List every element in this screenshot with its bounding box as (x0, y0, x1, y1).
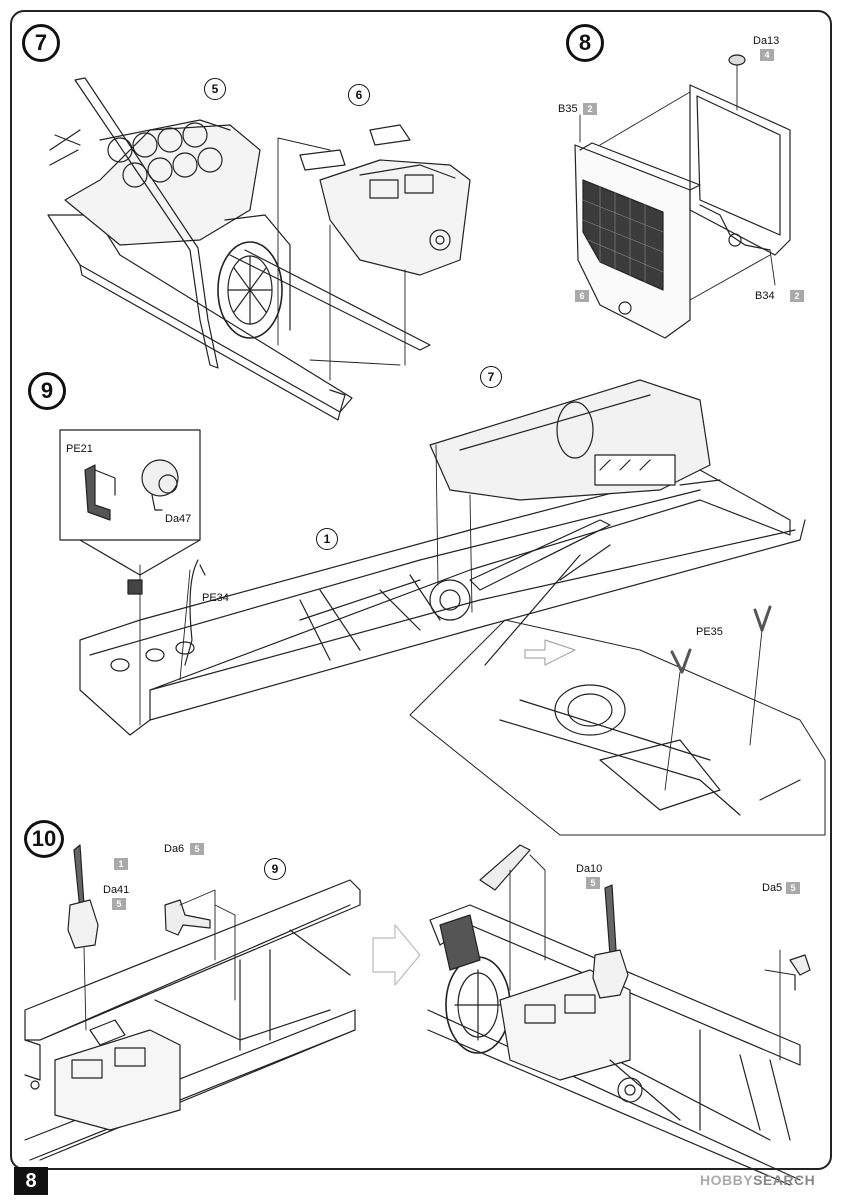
step10-left-assembly (25, 845, 360, 1160)
part-ref-5: 5 (204, 78, 226, 100)
part-ref-9: 9 (264, 858, 286, 880)
part-ref-1: 1 (316, 528, 338, 550)
badge-b34: 2 (790, 290, 804, 302)
watermark-prefix: HOBBY (700, 1172, 754, 1188)
step-number-8: 8 (566, 24, 604, 62)
label-da6: Da6 (164, 843, 185, 855)
step10-right-assembly (373, 845, 810, 1185)
label-pe34: PE34 (202, 592, 229, 604)
badge-da6: 5 (190, 843, 204, 855)
step-number-9: 9 (28, 372, 66, 410)
label-da47: Da47 (165, 513, 192, 525)
badge-grille: 6 (575, 290, 589, 302)
watermark: HOBBYSEARCH (700, 1172, 815, 1188)
step-number-10: 10 (24, 820, 64, 858)
badge-da5: 5 (786, 882, 800, 894)
part-ref-7: 7 (480, 366, 502, 388)
page-number: 8 (14, 1167, 48, 1195)
label-da13: Da13 (753, 35, 780, 47)
step-number-7: 7 (22, 24, 60, 62)
label-pe35: PE35 (696, 626, 723, 638)
badge-da10: 5 (586, 877, 600, 889)
step9-chassis-assembly (60, 380, 825, 835)
label-da5: Da5 (762, 882, 783, 894)
badge-b35: 2 (583, 103, 597, 115)
badge-step10-lever: 1 (114, 858, 128, 870)
label-b35: B35 (558, 103, 578, 115)
label-b34: B34 (755, 290, 775, 302)
badge-da13: 4 (760, 49, 774, 61)
page-frame (10, 10, 832, 1170)
label-da41: Da41 (103, 884, 130, 896)
step8-radiator-assembly (575, 55, 790, 338)
label-pe21: PE21 (66, 443, 93, 455)
part-ref-6: 6 (348, 84, 370, 106)
watermark-suffix: SEARCH (753, 1172, 816, 1188)
badge-da41: 5 (112, 898, 126, 910)
label-da10: Da10 (576, 863, 603, 875)
step7-engine-assembly (48, 78, 470, 420)
